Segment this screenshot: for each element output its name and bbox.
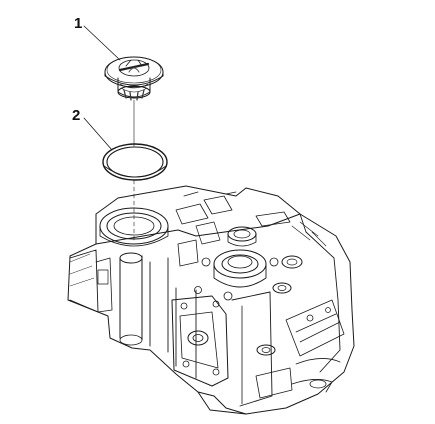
cylinder-head-housing [67,185,355,415]
seal-ring-part [102,143,168,181]
leader-line-2 [83,117,113,151]
callout-number-2: 2 [72,107,80,124]
thermostat-part [104,56,164,101]
leader-line-1 [83,25,121,61]
callout-number-1: 1 [74,15,82,32]
